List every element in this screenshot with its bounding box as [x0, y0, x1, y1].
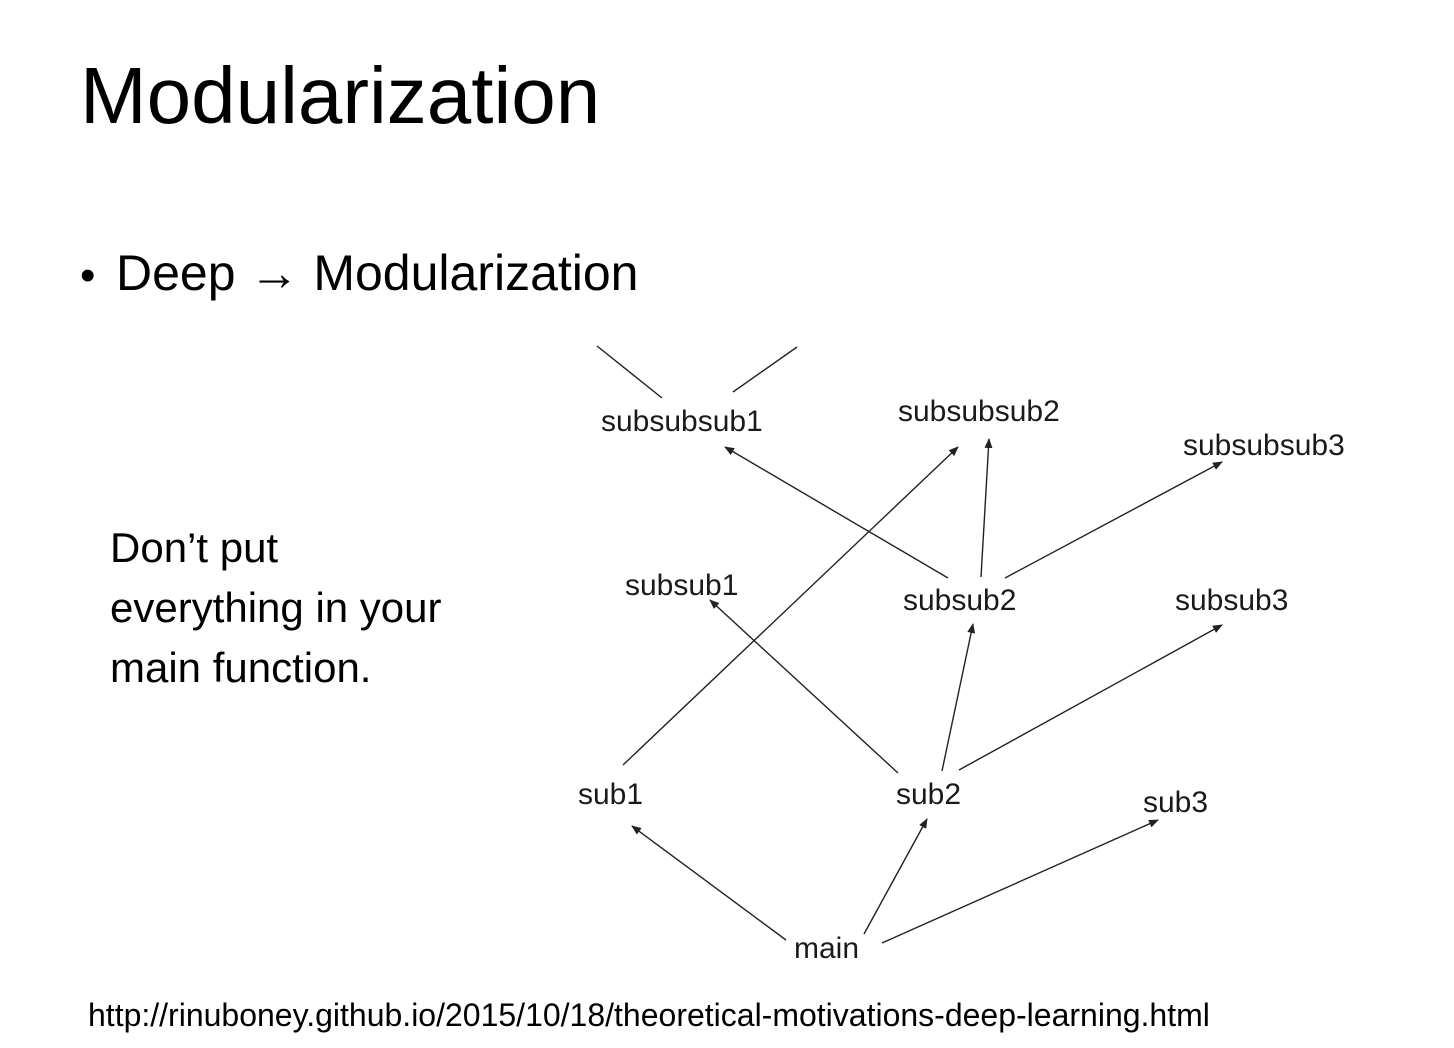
node-subsub2: subsub2 [903, 584, 1016, 617]
edge-subsub2-to-subsubsub3 [1004, 461, 1223, 579]
side-note-line: everything in your [110, 584, 442, 631]
edge-layer [596, 345, 1223, 944]
edge-main-to-sub2 [863, 818, 928, 935]
bullet-dot-icon: • [80, 251, 96, 300]
node-subsubsub2: subsubsub2 [898, 395, 1060, 428]
slide-title: Modularization [80, 51, 601, 140]
incoming-edge-stub [596, 345, 663, 399]
edge-sub2-to-subsub2 [941, 623, 976, 772]
edge-main-to-sub3 [881, 819, 1159, 944]
edge-subsub2-to-subsubsub1 [724, 446, 949, 579]
node-subsubsub3: subsubsub3 [1183, 429, 1345, 462]
edge-subsub2-to-subsubsub2 [980, 438, 993, 578]
node-subsub1: subsub1 [625, 569, 738, 602]
incoming-edge-stub [732, 346, 798, 393]
node-sub1: sub1 [578, 778, 643, 811]
node-main: main [794, 932, 859, 965]
node-sub2: sub2 [896, 778, 961, 811]
edge-main-to-sub1 [631, 825, 787, 941]
edge-sub2-to-subsub3 [958, 624, 1223, 771]
source-url-link[interactable]: http://rinuboney.github.io/2015/10/18/th… [88, 997, 1210, 1033]
node-subsubsub1: subsubsub1 [601, 405, 763, 438]
side-note-line: main function. [110, 644, 372, 691]
bullet-item: • Deep → Modularization [80, 246, 639, 301]
node-sub3: sub3 [1143, 786, 1208, 819]
side-note: Don’t put everything in your main functi… [110, 518, 530, 698]
node-layer: main sub1 sub2 sub3 subsub1 subsub2 subsub3 sub… [578, 395, 1345, 965]
edge-sub1-to-subsubsub2 [622, 446, 959, 766]
bullet-text: Deep → Modularization [116, 245, 639, 301]
side-note-line: Don’t put [110, 524, 279, 571]
edge-sub2-to-subsub1 [709, 599, 899, 774]
node-subsub3: subsub3 [1175, 584, 1288, 617]
